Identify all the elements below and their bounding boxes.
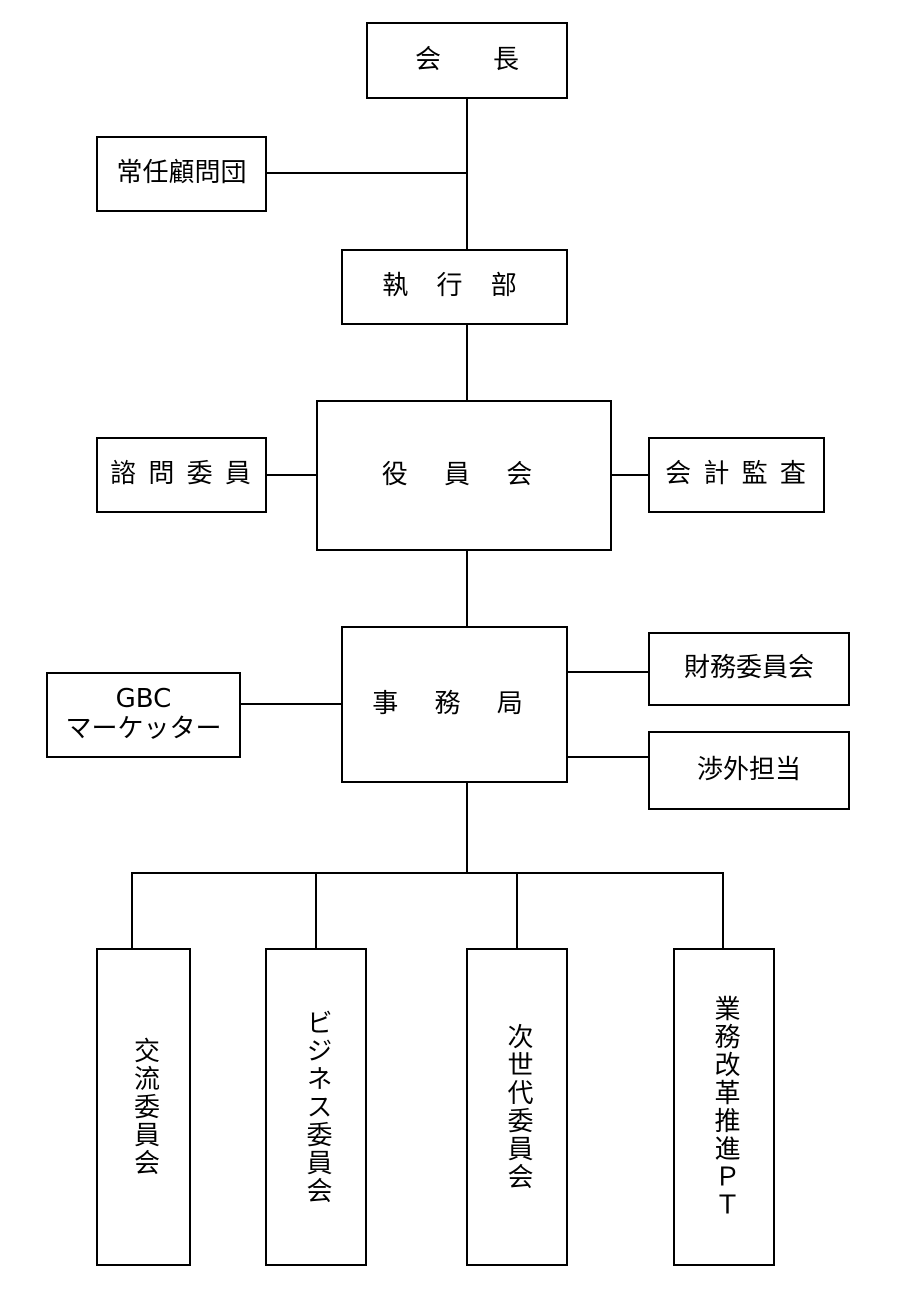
executive-label: 執 行 部: [382, 271, 527, 302]
connector-chairman-executive: [466, 97, 468, 249]
connector-external: [567, 756, 649, 758]
finance-committee-box: 財務委員会: [648, 632, 850, 706]
connector-committee-2: [315, 872, 317, 948]
connector-finance: [567, 671, 649, 673]
consultative-box: 諮 問 委 員: [96, 437, 267, 513]
connector-advisors: [266, 172, 467, 174]
connector-audit: [611, 474, 649, 476]
executive-box: 執 行 部: [341, 249, 568, 325]
connector-secretariat-bus: [466, 782, 468, 873]
gbc-marketer-label-line1: GBC: [115, 684, 172, 715]
connector-gbc: [240, 703, 341, 705]
connector-executive-board: [466, 324, 468, 400]
audit-box: 会 計 監 査: [648, 437, 825, 513]
advisors-group-box: 常任顧問団: [96, 136, 267, 212]
committee-business-box: ビジネス委員会: [265, 948, 367, 1266]
gbc-marketer-box: GBC マーケッター: [46, 672, 241, 758]
committee-business-label: ビジネス委員会: [301, 1009, 332, 1205]
chairman-label: 会 長: [414, 44, 519, 75]
consultative-label: 諮 問 委 員: [110, 459, 253, 490]
finance-committee-label: 財務委員会: [683, 653, 814, 684]
board-label: 役 員 会: [381, 459, 547, 490]
connector-board-secretariat: [466, 550, 468, 626]
connector-committee-3: [516, 872, 518, 948]
committee-next-generation-box: 次世代委員会: [466, 948, 568, 1266]
secretariat-box: 事 務 局: [341, 626, 568, 783]
committee-reform-pt-box: 業務改革推進ＰＴ: [673, 948, 775, 1266]
committee-exchange-label: 交流委員会: [129, 1037, 160, 1177]
chairman-box: 会 長: [366, 22, 568, 99]
gbc-marketer-label-line2: マーケッター: [65, 714, 222, 744]
connector-committee-1: [131, 872, 133, 948]
audit-label: 会 計 監 査: [665, 459, 808, 490]
external-affairs-label: 渉外担当: [696, 754, 801, 785]
board-box: 役 員 会: [316, 400, 612, 551]
secretariat-label: 事 務 局: [372, 688, 537, 719]
connector-committee-4: [722, 872, 724, 948]
committee-next-generation-label: 次世代委員会: [502, 1023, 533, 1191]
external-affairs-box: 渉外担当: [648, 731, 850, 810]
committee-exchange-box: 交流委員会: [96, 948, 191, 1266]
connector-consultative: [266, 474, 316, 476]
connector-committee-bus: [131, 872, 724, 874]
committee-reform-pt-label: 業務改革推進ＰＴ: [709, 995, 740, 1219]
advisors-group-label: 常任顧問団: [116, 158, 247, 189]
